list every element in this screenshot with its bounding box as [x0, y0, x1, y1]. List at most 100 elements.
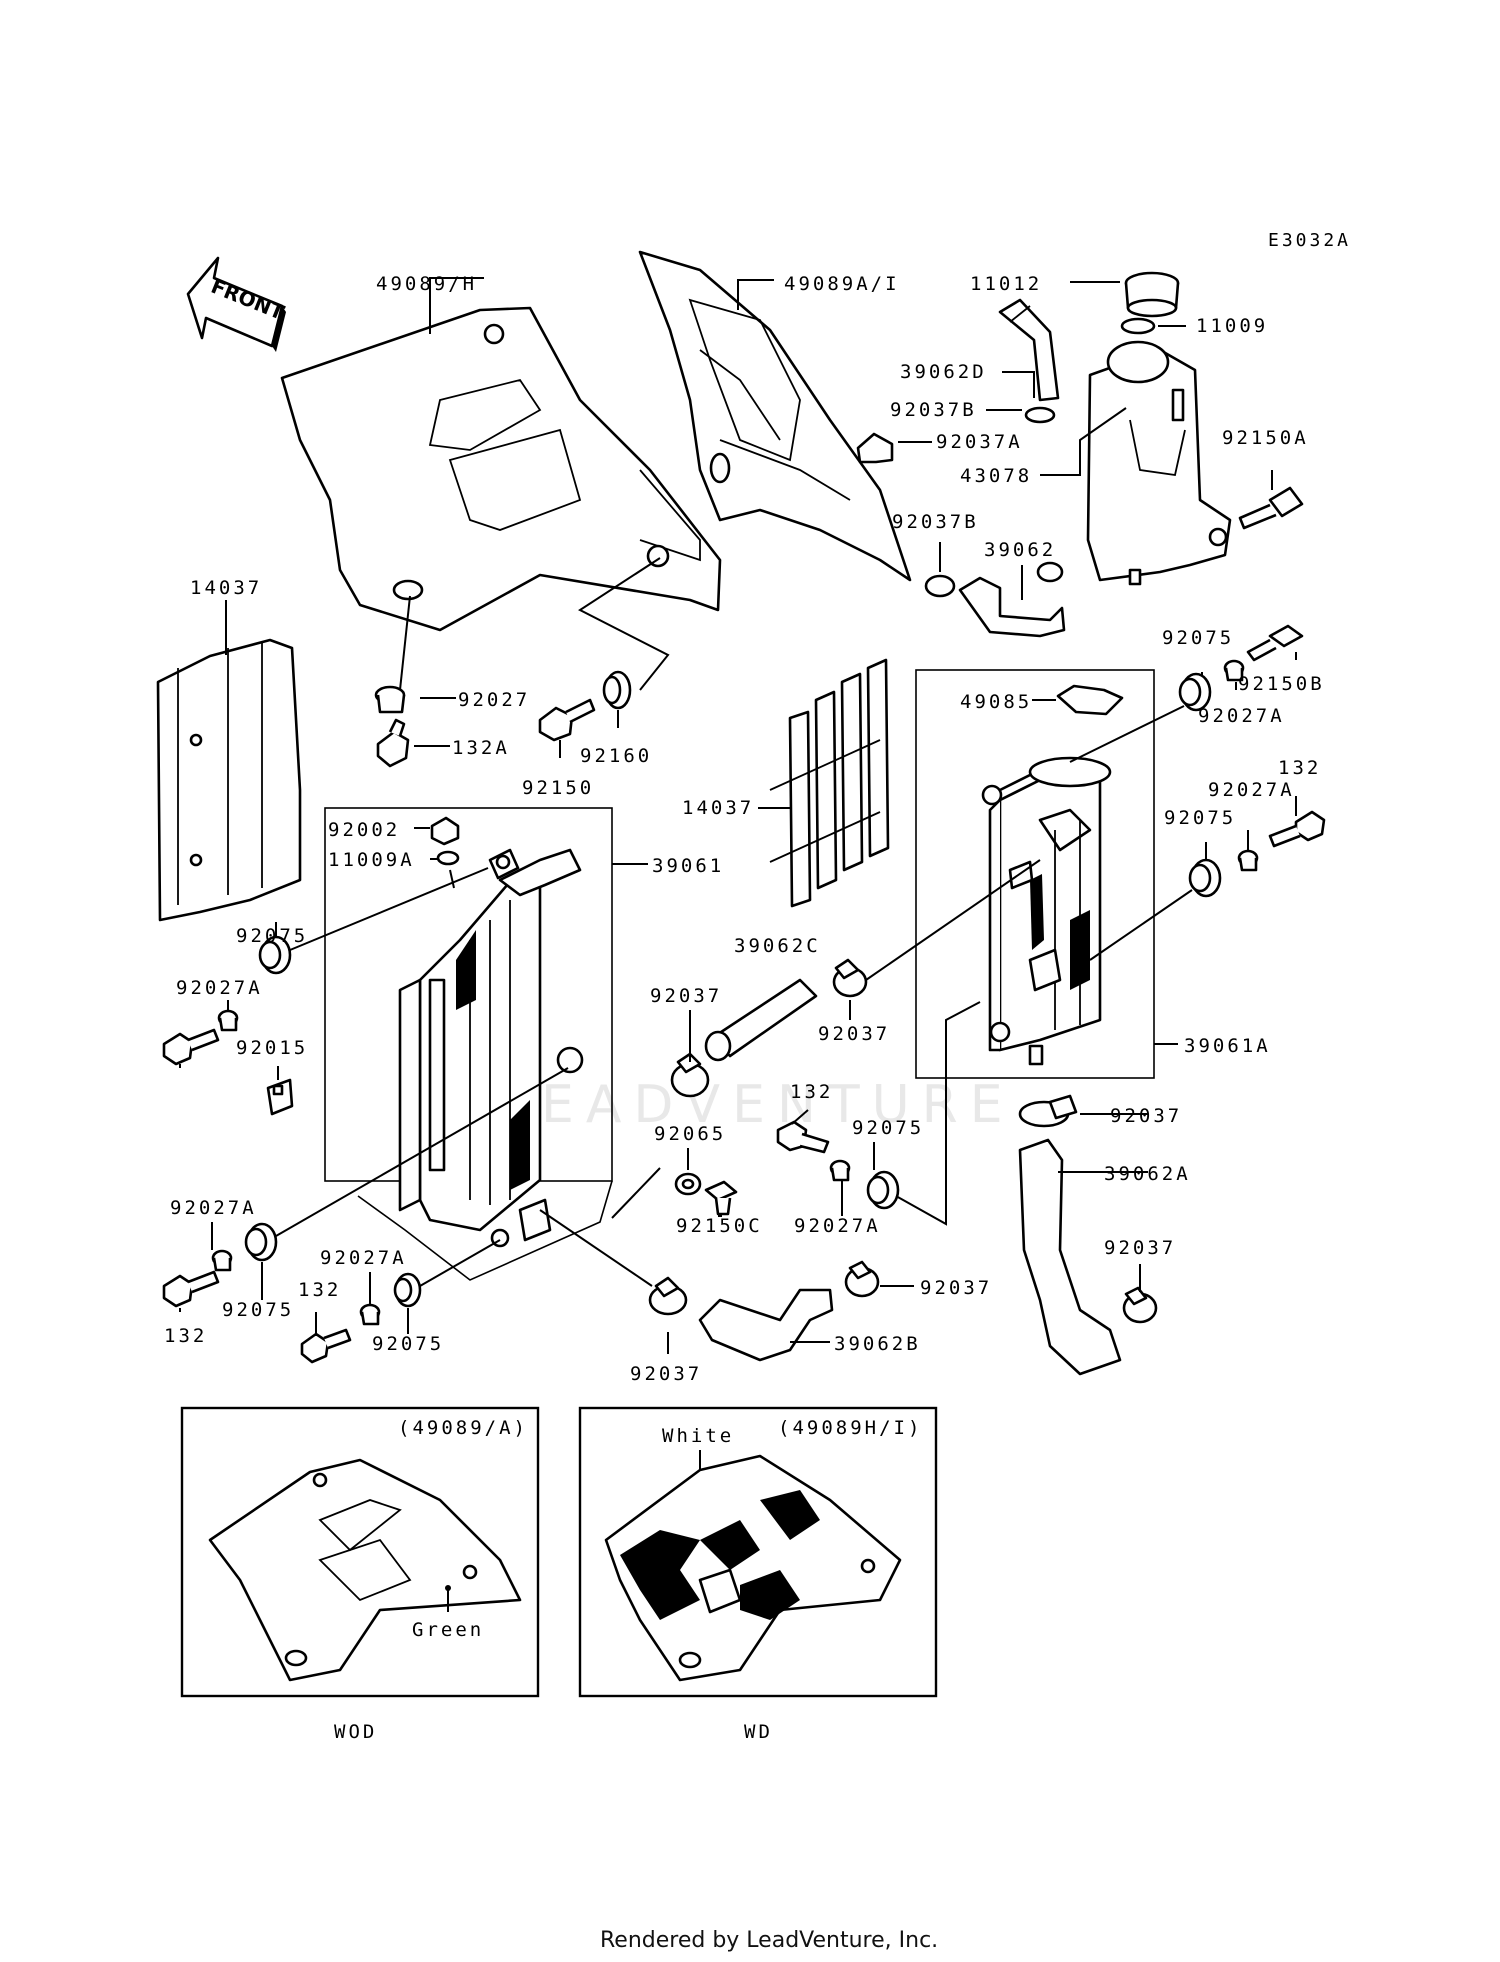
label-92075-top-right: 92075: [1162, 627, 1234, 649]
label-39061: 39061: [652, 855, 724, 877]
grommet-92160: [602, 670, 632, 710]
clip-nut-92015: [266, 1078, 294, 1116]
label-92027A-top-right: 92027A: [1198, 705, 1285, 727]
hose-clamp-92037-r1: [1018, 1094, 1078, 1128]
label-39062: 39062: [984, 539, 1056, 561]
label-39062D: 39062D: [900, 361, 987, 383]
radiator-right-frame: [915, 669, 1155, 1079]
radiator-shroud-right: [638, 250, 912, 582]
label-92037B-mid: 92037B: [892, 511, 979, 533]
hose-clamp-92037-b: [648, 1276, 688, 1316]
collar-92027A-center: [829, 1159, 851, 1182]
label-132-bottom-left: 132: [164, 1325, 207, 1347]
label-132A: 132A: [452, 737, 510, 759]
label-39062A: 39062A: [1104, 1163, 1191, 1185]
label-92027A-bottom-2: 92027A: [320, 1247, 407, 1269]
label-11009A: 11009A: [328, 849, 415, 871]
hose-clamp-92037-c2: [832, 958, 868, 998]
hose-clamp-a: [856, 432, 894, 464]
radiator-left: [398, 848, 584, 1248]
label-92027A-left: 92027A: [176, 977, 263, 999]
label-92002: 92002: [328, 819, 400, 841]
label-92027: 92027: [458, 689, 530, 711]
collar-92027A-bottom-2: [359, 1303, 381, 1326]
hose-clip-b-top: [1024, 406, 1056, 424]
label-92075-center: 92075: [852, 1117, 924, 1139]
bolt-132-right: [1268, 810, 1326, 848]
grommet-92075-bottom-2: [393, 1272, 422, 1308]
hose-clip-b-mid: [924, 574, 956, 598]
label-132-right: 132: [1278, 757, 1321, 779]
label-92027A-center: 92027A: [794, 1215, 881, 1237]
label-92027A-right: 92027A: [1208, 779, 1295, 801]
label-92075-bottom-2: 92075: [372, 1333, 444, 1355]
overflow-hose: [998, 298, 1060, 402]
reservoir-cap: [1124, 271, 1180, 318]
grommet-92075-right: [1188, 858, 1222, 898]
front-arrow-icon: FRONT: [186, 256, 288, 352]
collar-92027A-right: [1237, 849, 1259, 872]
label-49089H: 49089/H: [376, 273, 477, 295]
reservoir-tank: [1086, 340, 1232, 586]
grommet-92075-center: [866, 1170, 900, 1210]
label-39062C: 39062C: [734, 935, 821, 957]
label-92075-right: 92075: [1164, 807, 1236, 829]
collar-92027A-top-right: [1223, 659, 1245, 682]
hose-39062B: [698, 1288, 834, 1362]
inset-right-caption: WD: [744, 1721, 773, 1743]
bolt-132-left: [162, 1028, 220, 1066]
footer-credit: Rendered by LeadVenture, Inc.: [600, 1928, 938, 1953]
label-92075-bottom-left: 92075: [222, 1299, 294, 1321]
label-92037-b: 92037: [630, 1363, 702, 1385]
label-11012: 11012: [970, 273, 1042, 295]
radiator-shroud-left: [280, 306, 722, 632]
label-92037-c1: 92037: [650, 985, 722, 1007]
inset-left: (49089/A) Green: [180, 1406, 540, 1698]
label-92037-c2: 92037: [818, 1023, 890, 1045]
label-132-center: 132: [790, 1081, 833, 1103]
bolt-92150B: [1246, 624, 1304, 662]
label-92037B-top: 92037B: [890, 399, 977, 421]
bolt-132-bottom-left: [162, 1270, 220, 1308]
label-92037A: 92037A: [936, 431, 1023, 453]
bolt-92150: [538, 698, 596, 742]
label-39062B: 39062B: [834, 1333, 921, 1355]
label-92065: 92065: [654, 1123, 726, 1145]
label-92160: 92160: [580, 745, 652, 767]
hose-clamp-92037-r2: [1122, 1286, 1158, 1324]
grommet-92075-top-right: [1178, 672, 1212, 712]
radiator-guard-middle: [769, 658, 890, 908]
collar-92027A-bottom-left: [211, 1249, 233, 1272]
label-49089AI: 49089A/I: [784, 273, 900, 295]
reservoir-hose: [958, 576, 1066, 638]
inset-right-color-note: White: [662, 1425, 734, 1447]
watermark: LEADVENTURE: [500, 1075, 1015, 1135]
screw-92027: [374, 685, 406, 714]
inset-left-title: (49089/A): [398, 1417, 528, 1439]
inset-right: (49089H/I) White: [578, 1406, 938, 1698]
bolt-132A: [376, 718, 410, 768]
label-92150A: 92150A: [1222, 427, 1309, 449]
diagram-code: E3032A: [1268, 230, 1351, 251]
bolt-92150C: [704, 1180, 738, 1216]
inset-right-title: (49089H/I): [778, 1417, 922, 1439]
pad-49085: [1056, 684, 1124, 716]
label-92150: 92150: [522, 777, 594, 799]
hose-39062A: [1018, 1138, 1122, 1376]
label-92037-r2: 92037: [1104, 1237, 1176, 1259]
label-14037-left: 14037: [190, 577, 262, 599]
bolt-92150A: [1238, 486, 1304, 530]
label-132-bottom-2: 132: [298, 1279, 341, 1301]
radiator-guard-left: [156, 638, 302, 922]
grommet-92075-bottom-left: [244, 1222, 278, 1262]
collar-92027A-left: [217, 1009, 239, 1032]
bolt-132-bottom-2: [300, 1328, 352, 1364]
label-14037-mid: 14037: [682, 797, 754, 819]
hose-clamp-92037-b2: [844, 1260, 880, 1298]
label-11009: 11009: [1196, 315, 1268, 337]
label-39061A: 39061A: [1184, 1035, 1271, 1057]
cap-gasket: [1120, 317, 1156, 335]
label-92037-r1: 92037: [1110, 1105, 1182, 1127]
radiator-right: [981, 756, 1112, 1066]
inset-left-caption: WOD: [334, 1721, 377, 1743]
